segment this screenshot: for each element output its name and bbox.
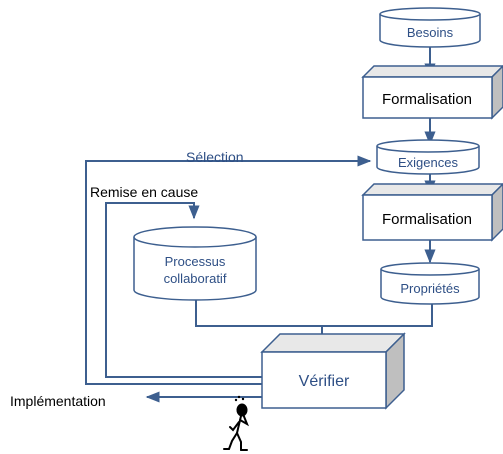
node-formalisation-1-label: Formalisation — [382, 91, 472, 108]
node-proprietes: Propriétés — [380, 262, 480, 305]
node-formalisation-1: Formalisation — [361, 64, 503, 120]
node-verifier-label: Vérifier — [299, 373, 350, 390]
node-verifier: Vérifier — [260, 332, 406, 410]
edge-label-implementation: Implémentation — [10, 393, 106, 409]
stick-figure-thinking-icon — [223, 395, 249, 451]
node-exigences: Exigences — [376, 139, 480, 175]
edge-label-selection: Sélection — [186, 149, 244, 165]
edge-selection-loop — [85, 155, 372, 385]
edge-processus-to-verifier — [195, 300, 433, 327]
node-besoins: Besoins — [379, 7, 481, 48]
edge-label-remise-en-cause: Remise en cause — [90, 184, 198, 200]
connectors — [85, 47, 436, 403]
node-formalisation-2-label: Formalisation — [382, 211, 472, 228]
node-processus-label-line1: Processus — [165, 254, 226, 269]
node-formalisation-2: Formalisation — [361, 182, 503, 242]
node-processus-collaboratif: Processus collaboratif — [133, 226, 257, 301]
node-exigences-label: Exigences — [398, 155, 458, 170]
node-processus-label-line2: collaboratif — [164, 271, 227, 286]
node-besoins-label: Besoins — [407, 25, 454, 40]
edge-remise-en-cause-loop — [105, 202, 262, 378]
node-proprietes-label: Propriétés — [400, 281, 460, 296]
